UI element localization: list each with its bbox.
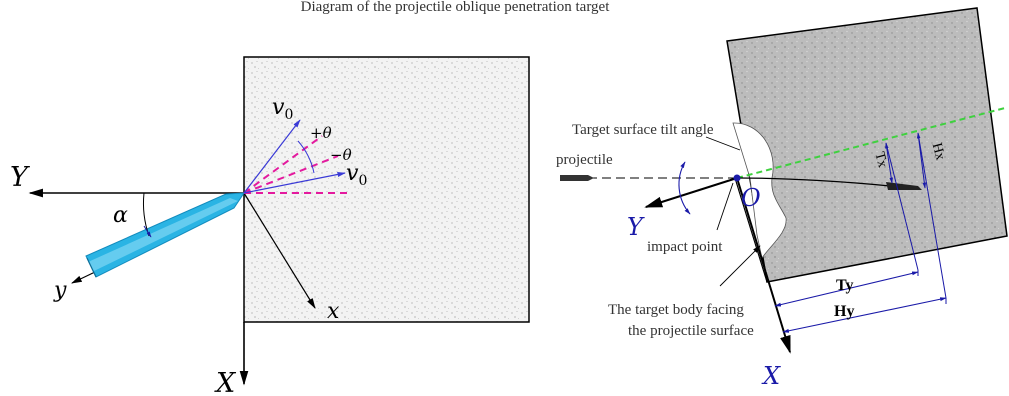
surface-label-line2: the projectile surface — [628, 323, 754, 339]
left-diagram: Y X x y α v0 v0 — [10, 56, 530, 396]
velocity-arrow-lower — [243, 171, 346, 194]
projectile-left — [85, 192, 245, 278]
axis-X-label: X — [214, 368, 237, 396]
axis-X-right-label: X — [761, 362, 781, 390]
v0-upper-label: v0 — [272, 95, 293, 123]
axis-Y-label: Y — [10, 162, 30, 193]
theta-minus-label: −θ — [330, 146, 352, 164]
theta-plus-label: +θ — [310, 124, 332, 142]
projectile-label: projectile — [556, 152, 613, 168]
tilt-leader — [705, 136, 741, 151]
impact-crater — [732, 122, 787, 260]
surface-leader — [719, 245, 761, 287]
hy-dim-arrow — [782, 297, 947, 333]
impact-leader — [716, 182, 734, 231]
green-dash-line — [736, 107, 1006, 179]
surface-label-line1: The target body facing — [608, 302, 744, 318]
tilt-angle-arc — [678, 161, 691, 215]
axis-Y-right-line — [644, 177, 738, 208]
axis-x-label: x — [327, 299, 340, 324]
axis-y-label: y — [53, 278, 67, 303]
figure-title: Diagram of the projectile oblique penetr… — [301, 0, 611, 15]
tilt-angle-label: Target surface tilt angle — [572, 122, 714, 138]
velocity-arrow-upper — [243, 119, 301, 194]
axis-Y-right-label: Y — [627, 213, 645, 241]
axis-x-line — [243, 192, 316, 309]
ty-label: Ty — [836, 277, 853, 294]
axis-X-right-line — [736, 177, 791, 354]
origin-label: O — [741, 184, 761, 212]
hx-label: Hx — [929, 141, 948, 161]
axis-y-line — [71, 271, 96, 284]
tx-label: Tx — [871, 150, 890, 169]
target-face-line — [734, 177, 768, 283]
origin-point — [733, 174, 741, 182]
tx-dim-arrow — [885, 142, 893, 184]
angle-alpha-label: α — [113, 203, 128, 228]
v0-lower-label: v0 — [346, 161, 367, 189]
hx-dim-arrow — [916, 132, 927, 189]
magenta-dash-upper — [243, 135, 323, 194]
target-block-left — [243, 56, 530, 323]
impact-point-label: impact point — [647, 239, 723, 255]
projectile-right — [560, 175, 594, 181]
magenta-dash-mid — [243, 155, 339, 194]
hy-label: Hy — [834, 303, 854, 320]
theta-arc — [297, 140, 315, 174]
penetration-path — [737, 177, 891, 187]
right-diagram: Y X O Target surface tilt angle projecti… — [556, 7, 1008, 390]
projectile-embedded — [886, 182, 922, 190]
